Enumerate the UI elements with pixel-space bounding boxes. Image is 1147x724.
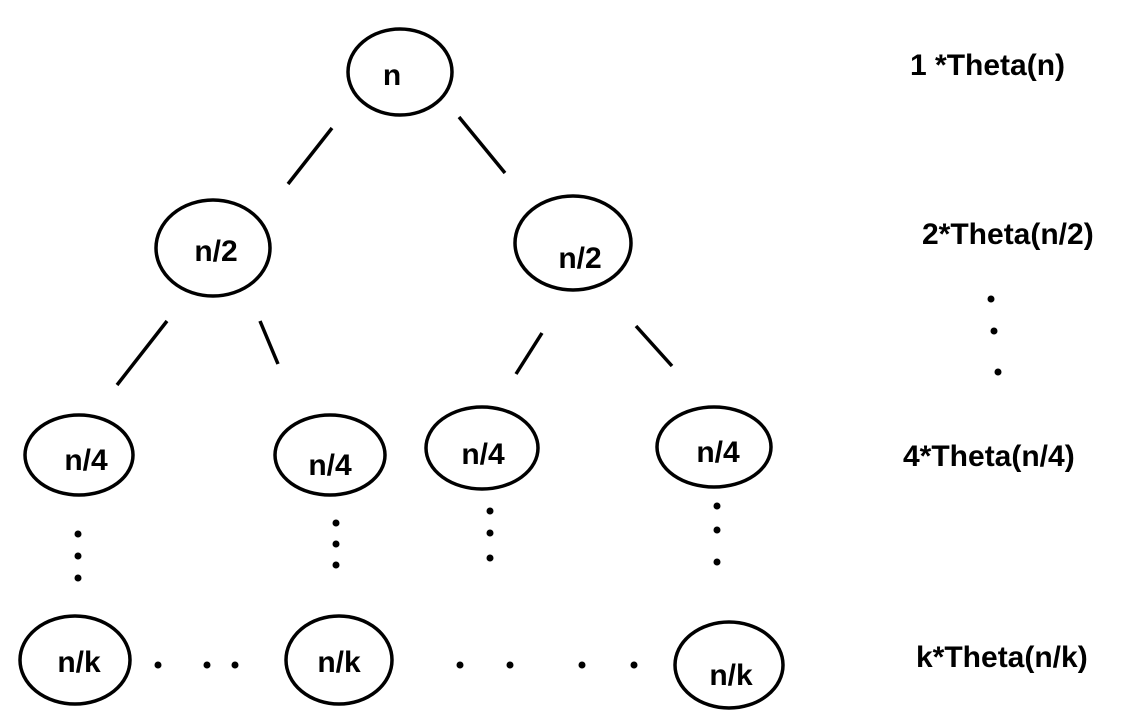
vertical-ellipsis-under-l2b xyxy=(332,519,340,569)
level-cost-label-k: k*Theta(n/k) xyxy=(916,641,1088,674)
vertical-ellipsis-under-l2a xyxy=(74,530,82,582)
horizontal-ellipsis-leaf-right xyxy=(456,661,638,669)
tree-node-leaf-c: n/k xyxy=(673,620,785,710)
level-cost-label-2: 4*Theta(n/4) xyxy=(903,440,1075,473)
node-label-root: n xyxy=(383,59,401,92)
vertical-ellipsis-level-labels xyxy=(987,295,1002,376)
edge-right-to-l2d xyxy=(634,324,674,368)
edge-root-to-left xyxy=(286,126,334,186)
node-label-level1-left: n/2 xyxy=(194,235,237,268)
tree-node-leaf-a: n/k xyxy=(18,614,132,706)
node-label-level2-c: n/4 xyxy=(461,438,505,471)
level-cost-label-1: 2*Theta(n/2) xyxy=(922,218,1094,251)
edge-right-to-l2c xyxy=(514,332,544,375)
tree-node-leaf-b: n/k xyxy=(284,614,394,706)
tree-node-root: n xyxy=(346,27,454,117)
node-label-leaf-c: n/k xyxy=(709,659,753,692)
edge-left-to-l2b xyxy=(258,320,280,365)
tree-node-level1-right: n/2 xyxy=(513,194,633,292)
node-label-leaf-b: n/k xyxy=(317,646,361,679)
level-cost-label-0: 1 *Theta(n) xyxy=(910,49,1065,82)
vertical-ellipsis-under-l2d xyxy=(713,502,721,566)
vertical-ellipsis-under-l2c xyxy=(486,507,494,562)
tree-node-level2-b: n/4 xyxy=(273,413,387,497)
node-label-level2-b: n/4 xyxy=(308,449,352,482)
node-label-leaf-a: n/k xyxy=(57,646,101,679)
tree-node-level1-left: n/2 xyxy=(154,198,272,298)
edge-left-to-l2a xyxy=(115,319,169,387)
node-label-level2-a: n/4 xyxy=(64,444,108,477)
tree-node-level2-a: n/4 xyxy=(23,413,135,497)
tree-node-level2-d: n/4 xyxy=(655,405,773,489)
node-label-level2-d: n/4 xyxy=(696,436,740,469)
node-label-level1-right: n/2 xyxy=(558,242,601,275)
horizontal-ellipsis-leaf-left xyxy=(154,661,239,669)
edge-root-to-right xyxy=(457,115,507,175)
tree-node-level2-c: n/4 xyxy=(424,405,540,491)
